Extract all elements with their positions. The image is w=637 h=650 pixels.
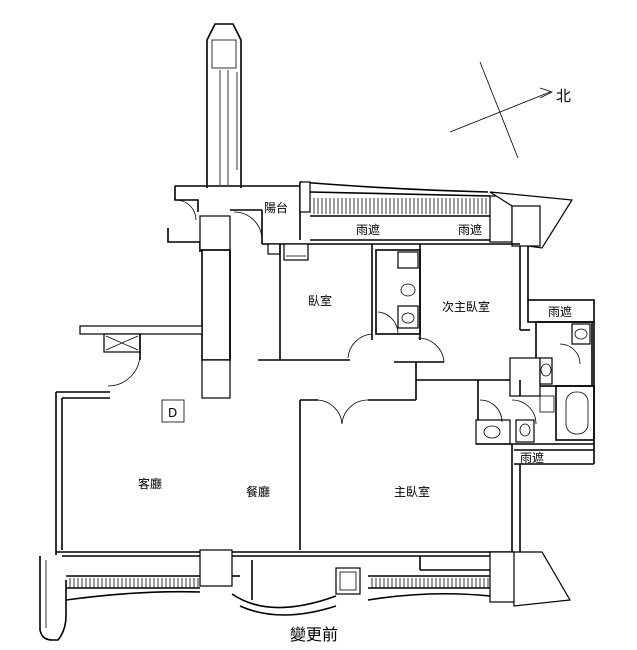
dining-room-label: 餐廳 bbox=[246, 484, 270, 499]
east-wing bbox=[489, 191, 574, 330]
bedroom-label: 臥室 bbox=[308, 293, 332, 308]
balcony-label: 陽台 bbox=[264, 200, 288, 215]
unit-label: D bbox=[168, 406, 177, 420]
north-label: 北 bbox=[556, 87, 571, 105]
east-bath-block: 雨遮 bbox=[509, 299, 595, 441]
main-rooms: D 客廳 餐廳 主臥室 bbox=[138, 380, 521, 552]
north-canopy bbox=[299, 181, 513, 243]
second-master-label: 次主臥室 bbox=[442, 299, 490, 314]
bedroom-room: 臥室 bbox=[258, 244, 373, 361]
canopy-label-2: 雨遮 bbox=[458, 222, 482, 237]
plan-caption: 變更前 bbox=[290, 625, 338, 644]
balcony-area: 陽台 雨遮 雨遮 bbox=[167, 185, 482, 261]
canopy-label-4: 雨遮 bbox=[520, 450, 544, 465]
south-balcony bbox=[39, 549, 571, 641]
compass: 北 bbox=[449, 61, 571, 159]
living-room-label: 客廳 bbox=[138, 476, 162, 491]
bath-between-bedrooms bbox=[375, 244, 445, 363]
entrance-arm bbox=[55, 325, 203, 555]
master-bedroom-label: 主臥室 bbox=[394, 484, 430, 499]
canopy-label-3: 雨遮 bbox=[548, 304, 572, 319]
second-master-room: 次主臥室 bbox=[415, 243, 530, 381]
master-bath: 雨遮 bbox=[475, 322, 595, 465]
core-column bbox=[201, 249, 231, 399]
canopy-label-1: 雨遮 bbox=[356, 222, 380, 237]
shaft bbox=[206, 23, 242, 188]
